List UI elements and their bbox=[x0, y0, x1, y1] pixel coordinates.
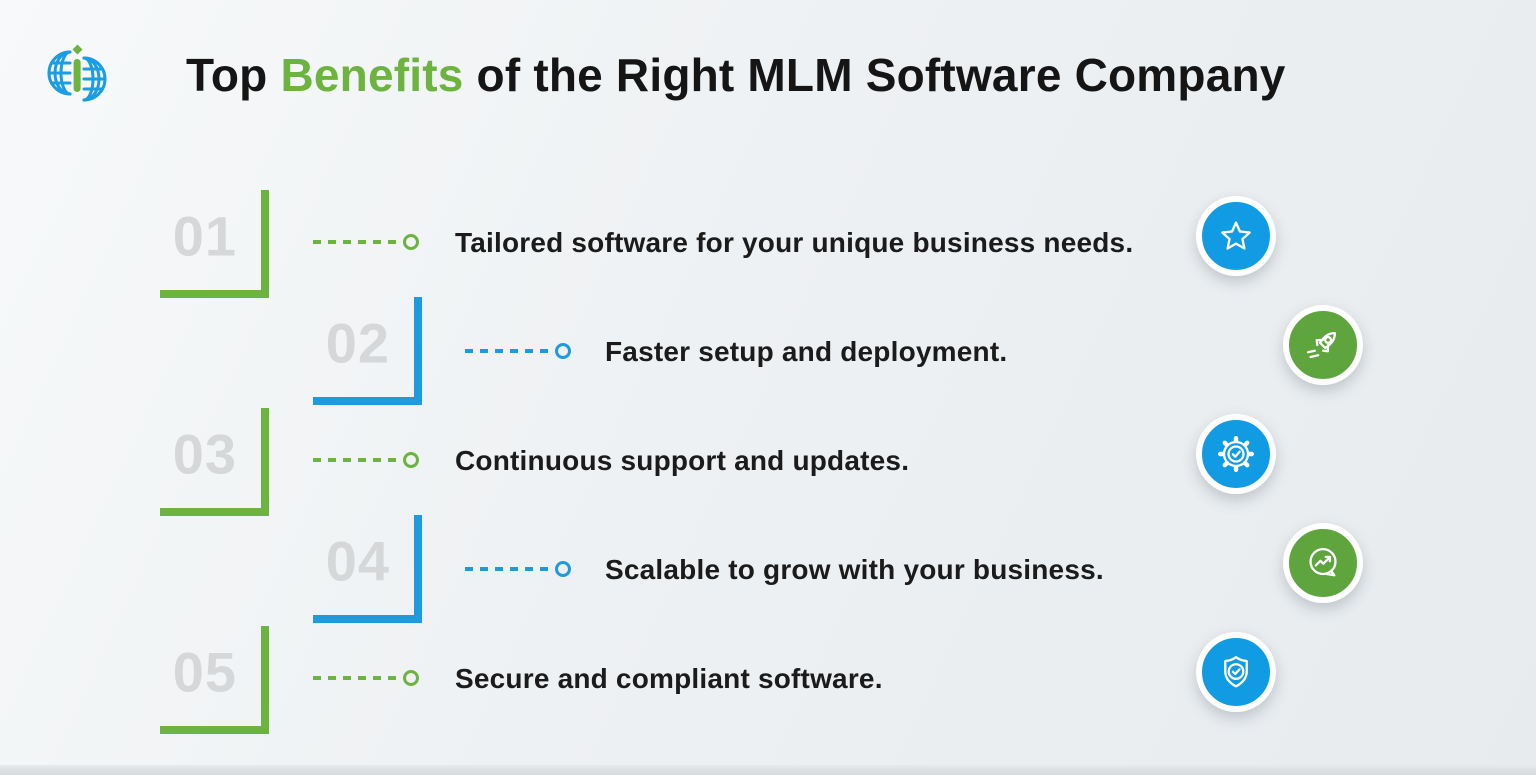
shield-check-icon bbox=[1196, 632, 1276, 712]
benefit-text: Secure and compliant software. bbox=[455, 663, 883, 694]
gear-check-icon bbox=[1196, 414, 1276, 494]
globe-i-logo-icon bbox=[44, 44, 110, 108]
page-title: Top Benefits of the Right MLM Software C… bbox=[186, 44, 1286, 106]
dashed-connector bbox=[313, 667, 419, 689]
title-highlight: Benefits bbox=[280, 49, 464, 101]
item-number: 04 bbox=[325, 529, 390, 593]
benefit-text: Tailored software for your unique busine… bbox=[455, 227, 1134, 258]
item-number: 05 bbox=[172, 640, 237, 704]
connector-dot bbox=[403, 234, 419, 250]
number-bracket-01: 01 bbox=[160, 190, 269, 298]
dashed-connector bbox=[313, 231, 419, 253]
number-bracket-03: 03 bbox=[160, 408, 269, 516]
dash-line bbox=[313, 240, 401, 244]
title-prefix: Top bbox=[186, 49, 281, 101]
dashed-connector bbox=[465, 340, 571, 362]
dash-line bbox=[313, 676, 401, 680]
number-bracket-04: 04 bbox=[313, 515, 422, 623]
dash-line bbox=[313, 458, 401, 462]
connector-dot bbox=[555, 343, 571, 359]
item-number: 03 bbox=[172, 422, 237, 486]
item-number: 02 bbox=[325, 311, 390, 375]
dash-line bbox=[465, 349, 553, 353]
connector-dot bbox=[403, 452, 419, 468]
title-suffix: of the Right MLM Software Company bbox=[463, 49, 1286, 101]
dashed-connector bbox=[313, 449, 419, 471]
rocket-icon bbox=[1283, 305, 1363, 385]
bottom-edge-divider bbox=[0, 765, 1536, 775]
dash-line bbox=[465, 567, 553, 571]
benefit-text: Scalable to grow with your business. bbox=[605, 554, 1104, 585]
benefit-text: Continuous support and updates. bbox=[455, 445, 910, 476]
benefit-text: Faster setup and deployment. bbox=[605, 336, 1008, 367]
growth-chart-icon bbox=[1283, 523, 1363, 603]
connector-dot bbox=[555, 561, 571, 577]
item-number: 01 bbox=[172, 204, 237, 268]
number-bracket-05: 05 bbox=[160, 626, 269, 734]
dashed-connector bbox=[465, 558, 571, 580]
number-bracket-02: 02 bbox=[313, 297, 422, 405]
star-icon bbox=[1196, 196, 1276, 276]
connector-dot bbox=[403, 670, 419, 686]
